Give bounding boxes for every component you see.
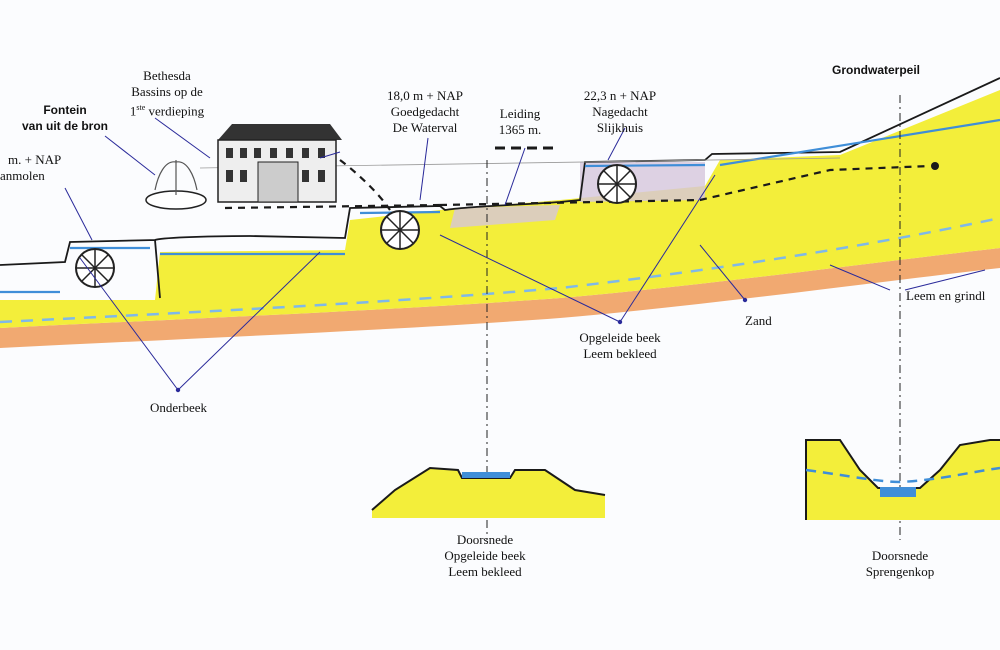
left-nap-label: m. + NAP anmolen	[0, 152, 62, 183]
doorsnede-1-label: Doorsnede Opgeleide beek Leem bekleed	[444, 532, 526, 579]
section-sprengenkop	[805, 439, 1000, 520]
doorsnede-2-label: Doorsnede Sprengenkop	[865, 548, 935, 579]
zand-label: Zand	[745, 313, 772, 328]
pipeline-source-dot	[931, 162, 939, 170]
fountain-icon	[145, 160, 207, 210]
fontein-label: Fontein van uit de bron	[21, 103, 108, 133]
pipeline	[224, 159, 931, 211]
waterwheel-icon	[597, 164, 637, 204]
leiding-label: Leiding 1365 m.	[498, 106, 542, 137]
grondwaterpeil-label: Grondwaterpeil	[832, 63, 921, 77]
pointer-lines	[64, 117, 986, 391]
mid-nap-label: 18,0 m + NAP Goedgedacht De Waterval	[387, 88, 463, 135]
pond-mid	[450, 205, 560, 228]
leem-grindl-label: Leem en grindl	[906, 288, 986, 303]
clay-layer	[0, 248, 1000, 348]
opgeleide-label: Opgeleide beek Leem bekleed	[579, 330, 661, 361]
waterwheel-icon	[75, 248, 115, 288]
bethesda-building-icon	[217, 124, 342, 203]
right-nap-label: 22,3 n + NAP Nagedacht Slijkhuis	[583, 88, 657, 135]
onderbeek-label: Onderbeek	[150, 400, 208, 415]
waterwheel-icon	[380, 210, 420, 250]
bethesda-label: Bethesda Bassins op de 1ste verdieping	[129, 68, 205, 119]
section-opgeleide-beek	[371, 466, 606, 518]
